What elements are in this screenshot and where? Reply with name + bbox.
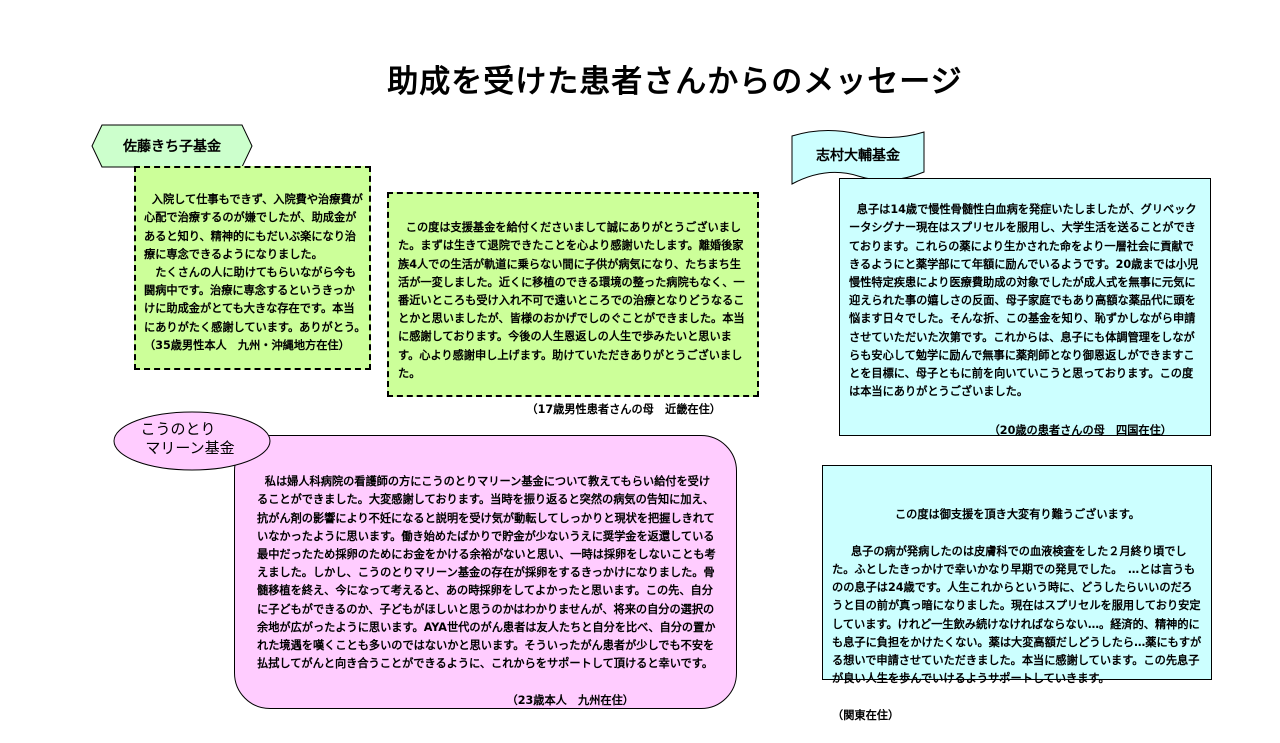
kounotori-fund-label-line2: マリーン基金: [145, 439, 234, 457]
shimura-message-1-signature: （20歳の患者さんの母 四国在住）: [988, 423, 1172, 437]
sato-message-2-signature: （17歳男性患者さんの母 近畿在住）: [526, 403, 721, 417]
kounotori-message-1-body: 私は婦人科病院の看護師の方にこうのとりマリーン基金について教えてもらい給付を受け…: [257, 475, 716, 671]
shimura-message-2-signature: （関東在住）: [832, 708, 900, 722]
kounotori-message-1: 私は婦人科病院の看護師の方にこうのとりマリーン基金について教えてもらい給付を受け…: [234, 435, 737, 709]
kounotori-fund-label-line1: こうのとり: [140, 420, 215, 438]
shimura-fund-label-text: 志村大輔基金: [816, 147, 901, 164]
sato-message-2: この度は支援基金を給付くださいまして誠にありがとうございました。まずは生きて退院…: [387, 192, 759, 416]
shimura-message-1-body: 息子は14歳で慢性骨髄性白血病を発症いたしましたが、グリベックータシグナー現在は…: [849, 203, 1199, 399]
sato-message-2-body: この度は支援基金を給付くださいまして誠にありがとうございました。まずは生きて退院…: [398, 221, 745, 380]
shimura-message-1: 息子は14歳で慢性骨髄性白血病を発症いたしましたが、グリベックータシグナー現在は…: [839, 178, 1211, 437]
shimura-message-2-opening: この度は御支援を頂き大変有り難うございます。: [894, 508, 1140, 522]
shimura-message-2: この度は御支援を頂き大変有り難うございます。 息子の病が発病したのは皮膚科での血…: [822, 465, 1212, 722]
page-title: 助成を受けた患者さんからのメッセージ: [387, 64, 963, 100]
kounotori-fund-label: こうのとり マリーン基金: [113, 411, 271, 471]
shimura-message-2-body: 息子の病が発病したのは皮膚科での血液検査をした２月終り頃でした。ふとしたきっかけ…: [832, 544, 1202, 686]
shimura-fund-label: 志村大輔基金: [791, 129, 925, 185]
sato-message-1: 入院して仕事もできず、入院費や治療費が心配で治療するのが嫌でしたが、助成金がある…: [134, 166, 371, 370]
kounotori-message-1-signature: （23歳本人 九州在住）: [506, 693, 634, 707]
sato-message-1-body: 入院して仕事もできず、入院費や治療費が心配で治療するのが嫌でしたが、助成金がある…: [144, 193, 363, 352]
sato-fund-label: 佐藤きち子基金: [91, 124, 253, 168]
sato-fund-label-text: 佐藤きち子基金: [122, 138, 222, 155]
